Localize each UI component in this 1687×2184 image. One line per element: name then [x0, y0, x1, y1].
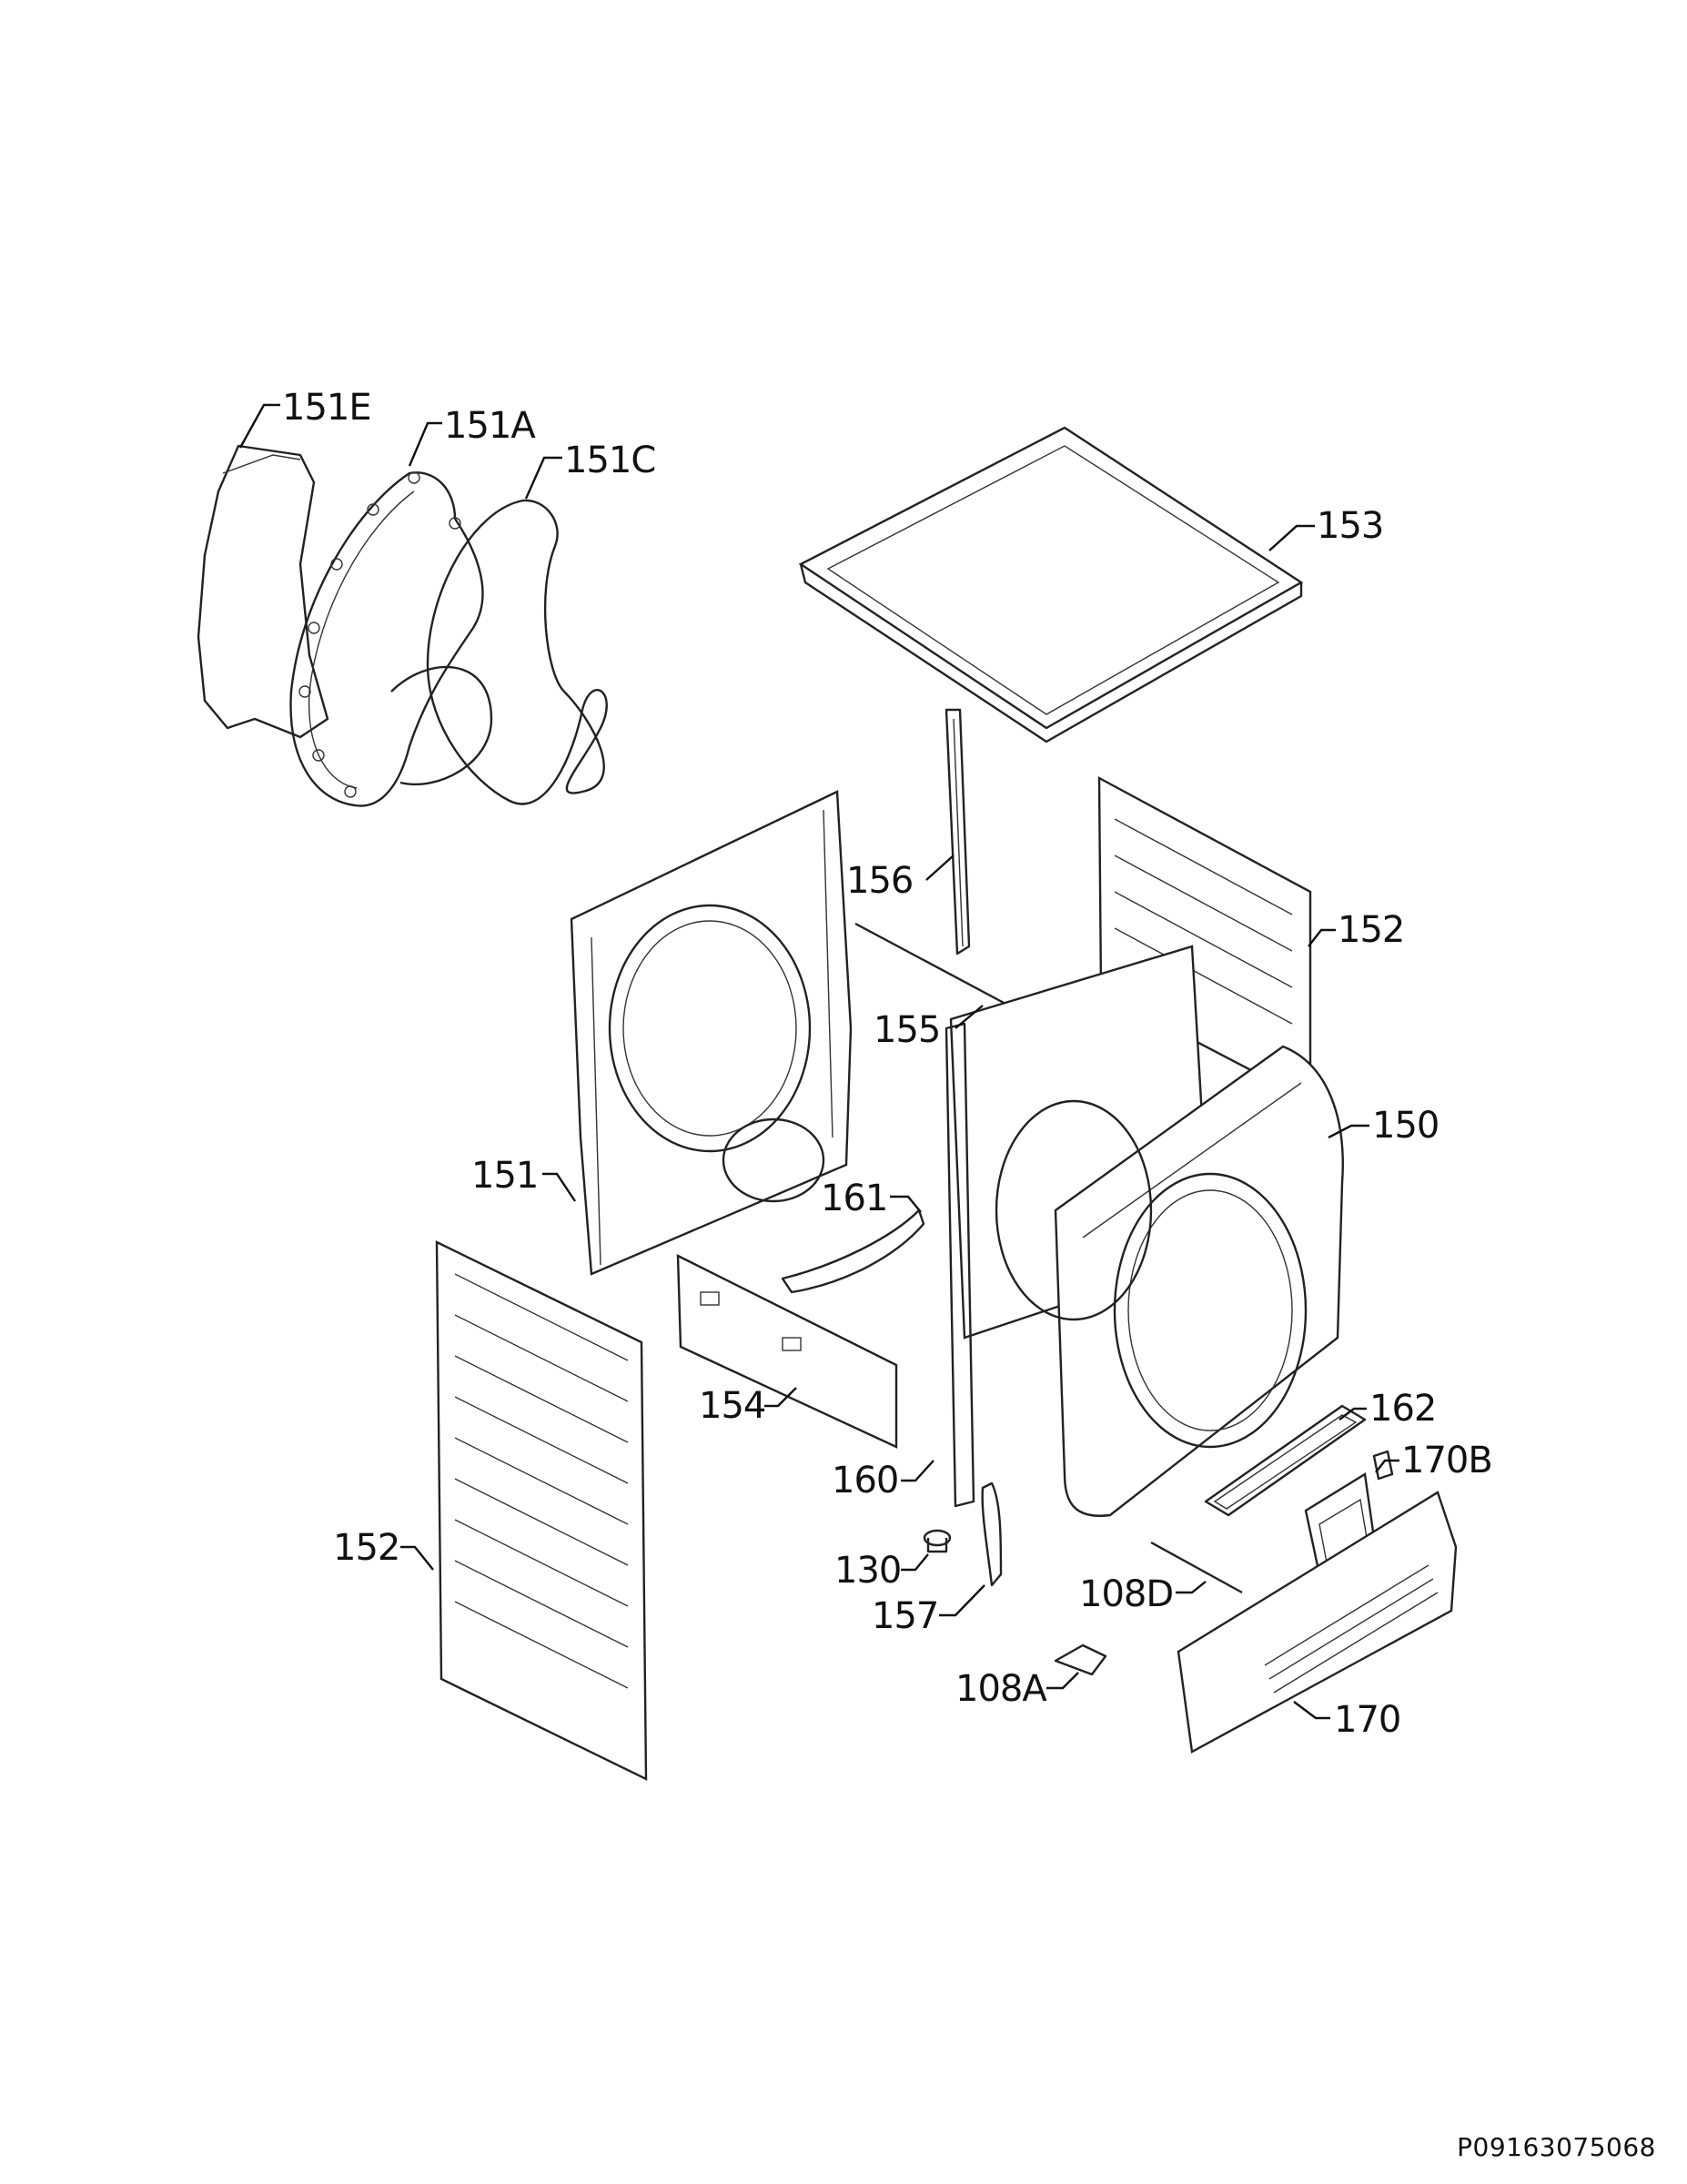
part-151-shape: [570, 790, 853, 1276]
label-156: 156: [846, 860, 914, 902]
part-161-shape: [781, 1208, 925, 1294]
label-151A: 151A: [444, 405, 536, 447]
part-108A-shape: [1054, 1643, 1107, 1676]
part-154-shape: [676, 1254, 898, 1449]
label-152-right: 152: [1338, 909, 1405, 951]
part-151E-shape: [197, 444, 329, 739]
label-108A: 108A: [955, 1668, 1047, 1710]
label-150: 150: [1372, 1105, 1440, 1147]
label-161: 161: [821, 1178, 888, 1219]
label-152-left: 152: [333, 1527, 400, 1569]
part-156-shape: [945, 708, 971, 956]
label-162: 162: [1369, 1388, 1437, 1430]
label-153: 153: [1317, 505, 1384, 547]
label-160: 160: [832, 1460, 899, 1502]
leader-lines: [238, 403, 1399, 1720]
part-150-shape: [949, 945, 1344, 1517]
label-151E: 151E: [282, 387, 372, 429]
label-155: 155: [874, 1009, 941, 1051]
part-152-left-shape: [435, 1240, 648, 1781]
part-108D-shape: [1150, 1541, 1243, 1594]
part-153-shape: [798, 426, 1304, 743]
part-151C-shape: [426, 499, 608, 805]
part-170-shape: [1177, 1491, 1458, 1754]
part-151A-shape: [289, 471, 493, 807]
label-170: 170: [1334, 1699, 1401, 1741]
label-170B: 170B: [1401, 1440, 1493, 1481]
part-130-shape: [923, 1529, 952, 1553]
label-157: 157: [872, 1595, 939, 1637]
label-151C: 151C: [564, 440, 656, 481]
document-code: P09163075068: [1457, 2132, 1656, 2162]
label-108D: 108D: [1079, 1573, 1174, 1615]
label-151: 151: [471, 1155, 539, 1197]
part-157-shape: [981, 1481, 1003, 1587]
label-130: 130: [834, 1550, 902, 1592]
part-162-shape: [1204, 1404, 1367, 1517]
label-154: 154: [699, 1385, 766, 1427]
